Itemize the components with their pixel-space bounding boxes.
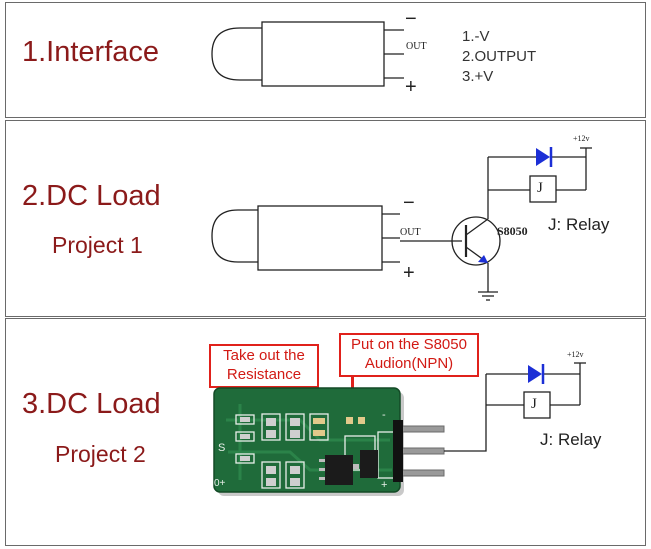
- supply-label: +12v: [573, 134, 590, 143]
- pcb-chip: [325, 455, 353, 485]
- silk-label: 0+: [214, 478, 226, 489]
- callout-line: Take out the: [223, 347, 305, 364]
- transistor-label: S8050: [497, 224, 528, 238]
- transistor-symbol: [451, 216, 501, 266]
- silk-label: S: [218, 442, 226, 454]
- relay-caption: J: Relay: [540, 430, 602, 449]
- callout-add-s8050: Put on the S8050 Audion(NPN): [339, 333, 479, 377]
- pin-list-item: 2.OUTPUT: [462, 48, 537, 65]
- relay-symbol-label: J: [537, 180, 543, 196]
- sensor-lens: [211, 27, 262, 81]
- callout-line: Put on the S8050: [351, 336, 467, 353]
- emitter-arrow: [478, 255, 488, 263]
- pin-minus-label: −: [405, 8, 417, 30]
- diode-symbol: [536, 148, 550, 166]
- pin-minus-label: −: [403, 192, 415, 214]
- section-title-dc-load-1: 2.DC Load: [22, 180, 161, 212]
- pin-plus-label: +: [403, 262, 415, 284]
- header-plastic: [393, 420, 403, 482]
- section-subtitle-project-1: Project 1: [52, 232, 143, 258]
- pin-list-item: 1.-V: [462, 28, 490, 45]
- pin-out-label: OUT: [400, 227, 421, 238]
- silk-label: -: [382, 409, 386, 421]
- section-title-interface: 1.Interface: [22, 36, 160, 68]
- callout-line: Resistance: [226, 366, 302, 383]
- pin-plus-label: +: [405, 76, 417, 98]
- pin-list-item: 3.+V: [462, 68, 494, 85]
- out-to-relay-wire: [444, 374, 487, 452]
- silk-label: +: [381, 479, 388, 491]
- relay-symbol-label: J: [531, 396, 537, 412]
- sensor-lens: [211, 209, 258, 263]
- interface-panel: [5, 2, 646, 118]
- callout-line: Audion(NPN): [364, 355, 454, 372]
- section-subtitle-project-2: Project 2: [55, 441, 146, 467]
- diode-symbol: [528, 365, 542, 383]
- relay-box: [529, 175, 557, 203]
- relay-box: [523, 391, 551, 419]
- supply-label: +12v: [567, 350, 584, 359]
- section-title-dc-load-2: 3.DC Load: [22, 388, 161, 420]
- callout-remove-resistance: Take out the Resistance: [209, 344, 319, 388]
- pin-out-label: OUT: [406, 41, 427, 52]
- relay-caption: J: Relay: [548, 215, 610, 234]
